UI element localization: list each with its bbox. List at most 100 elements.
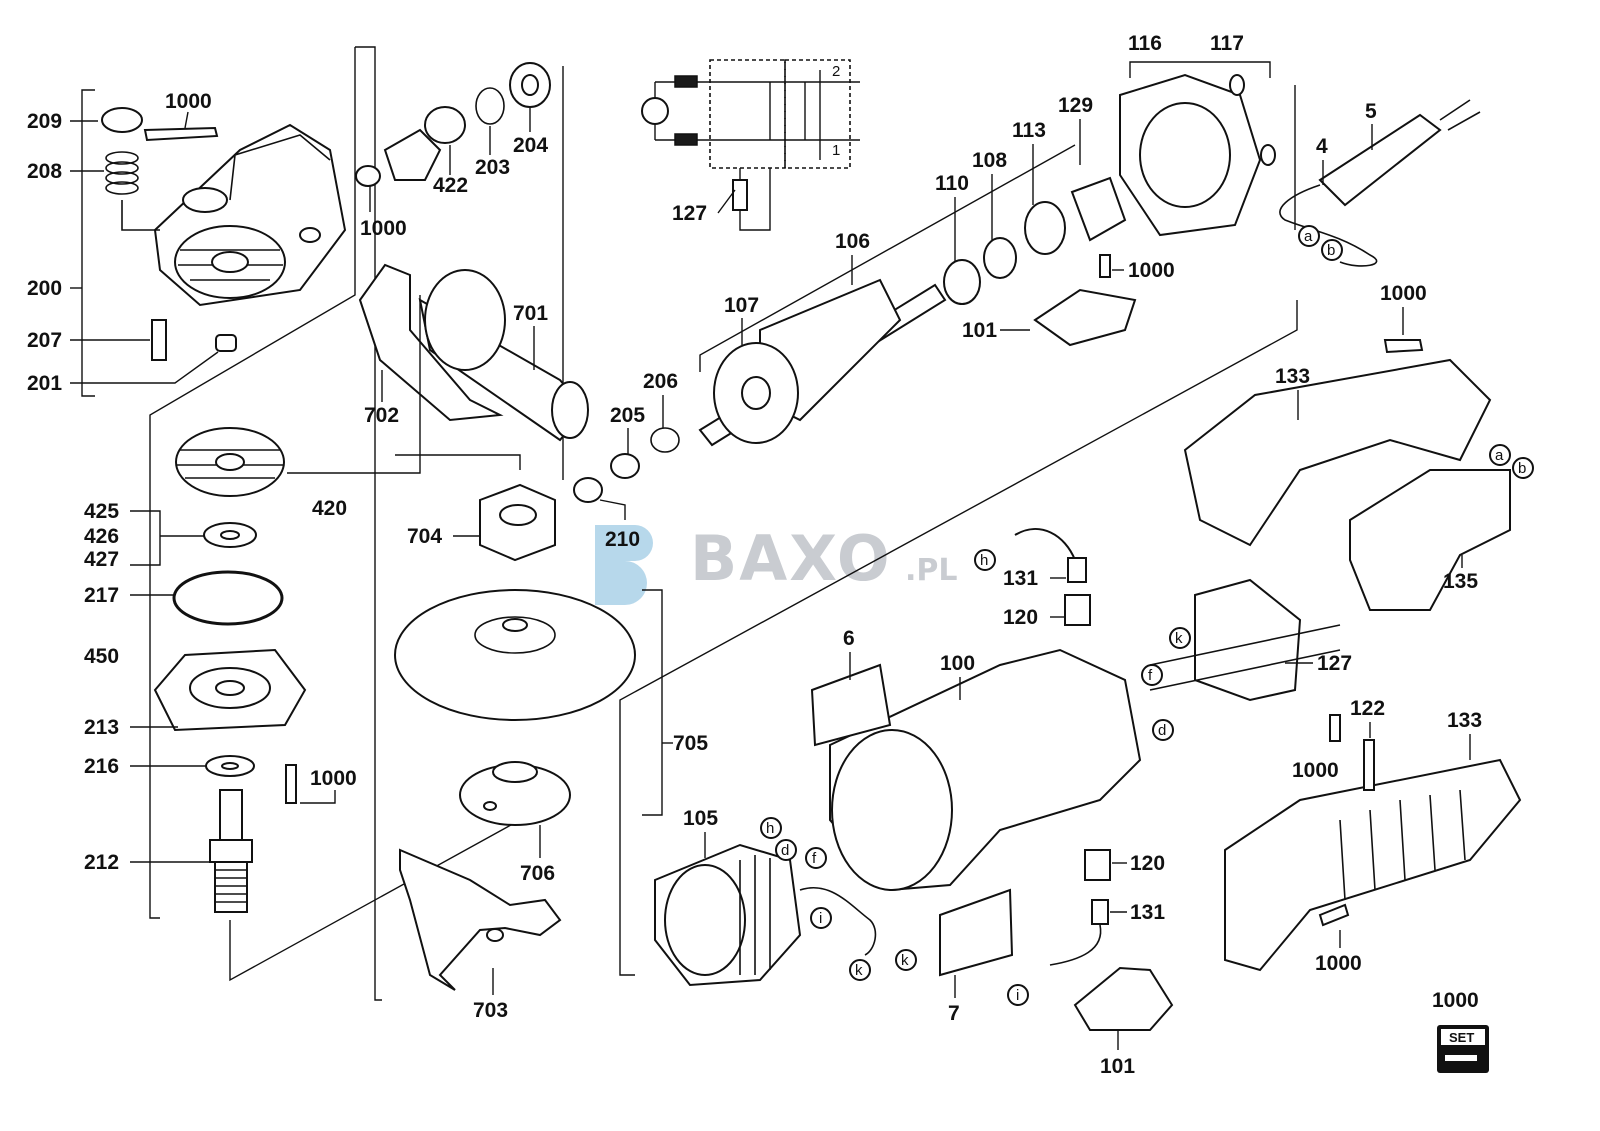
head-group-bracket: [149, 47, 356, 919]
part-1000-screw-clip: [1329, 714, 1341, 742]
svg-text:1000: 1000: [1315, 952, 1362, 975]
cord-and-handle-parts: [1033, 99, 1522, 972]
callout-7: 7: [948, 975, 960, 1025]
connector-b-switch: b: [1512, 457, 1534, 479]
callout-705: 705: [662, 732, 708, 755]
callout-107: 107: [724, 294, 759, 345]
callout-135: 135: [1443, 555, 1478, 593]
svg-text:216: 216: [84, 755, 119, 778]
part-212-spindle: [219, 789, 243, 841]
callout-131-top: 131: [1003, 567, 1066, 590]
part-208-spring: [105, 151, 139, 195]
set-badge: SET: [1437, 1025, 1489, 1073]
part-203-circlip: [475, 87, 505, 125]
svg-text:208: 208: [27, 160, 62, 183]
part-201-plug: [215, 334, 237, 352]
callout-217: 217: [84, 584, 174, 607]
svg-text:6: 6: [843, 627, 855, 650]
callout-101-bot: 101: [1100, 1030, 1135, 1078]
part-7-label: [939, 888, 1014, 977]
part-1000-screw-gear: [355, 165, 381, 187]
callout-108: 108: [972, 149, 1007, 240]
part-131-connector-bot: [1091, 899, 1109, 925]
svg-text:1000: 1000: [360, 217, 407, 240]
svg-text:701: 701: [513, 302, 548, 325]
housing-group-bracket: [1129, 61, 1271, 78]
svg-text:212: 212: [84, 851, 119, 874]
part-206-circlip: [650, 427, 680, 453]
callout-120-bot: 120: [1112, 852, 1165, 875]
svg-text:213: 213: [84, 716, 119, 739]
part-101-cover-plate: [1033, 288, 1137, 347]
connector-k-stator-2: k: [895, 949, 917, 971]
callout-1000-set: 1000: [1432, 989, 1479, 1012]
connector-k-switch: k: [1169, 627, 1191, 649]
svg-text:5: 5: [1365, 100, 1377, 123]
callout-1000-clip: 1000: [1292, 759, 1339, 782]
svg-text:210: 210: [605, 528, 640, 551]
svg-text:107: 107: [724, 294, 759, 317]
svg-text:113: 113: [1012, 119, 1046, 142]
connector-h-stator: h: [760, 817, 782, 839]
part-135-switch: [1349, 469, 1511, 611]
callout-127-top: 127: [672, 189, 736, 225]
svg-text:b: b: [1327, 242, 1335, 259]
svg-text:i: i: [819, 910, 822, 927]
part-422-pinion: [383, 128, 442, 181]
callout-129: 129: [1058, 94, 1093, 165]
armature-group-bracket: [699, 144, 1076, 372]
disc-group-bracket: [642, 589, 663, 816]
connector-b-cord: b: [1321, 239, 1343, 261]
callout-133-bot: 133: [1447, 709, 1482, 760]
motor-symbol-icon: [641, 97, 669, 125]
connector-d-switch: d: [1152, 719, 1174, 741]
part-1000-screw-cover: [1099, 254, 1111, 278]
wiring-schematic: 2 1: [641, 59, 860, 231]
callout-122: 122: [1350, 697, 1385, 738]
callout-133-top: 133: [1275, 365, 1310, 420]
svg-text:116: 116: [1128, 32, 1162, 55]
svg-text:206: 206: [643, 370, 678, 393]
callout-100: 100: [940, 652, 975, 700]
svg-text:133: 133: [1447, 709, 1482, 732]
svg-text:100: 100: [940, 652, 975, 675]
callout-426: 426: [84, 525, 204, 548]
part-217-o-ring: [172, 570, 284, 626]
callout-216: 216: [84, 755, 206, 778]
part-113-bearing: [1024, 201, 1066, 255]
connector-f-switch: f: [1141, 664, 1163, 686]
callout-425: 425: [84, 500, 161, 566]
part-1000-screw-flange: [285, 764, 297, 804]
svg-text:127: 127: [1317, 652, 1352, 675]
callout-5: 5: [1365, 100, 1377, 150]
side-handle-flange: [424, 269, 506, 371]
svg-text:706: 706: [520, 862, 555, 885]
gear-head-parts: [101, 107, 347, 361]
svg-text:1000: 1000: [1128, 259, 1175, 282]
watermark-brand: BAXO: [690, 522, 892, 595]
svg-text:135: 135: [1443, 570, 1478, 593]
connector-letters: a b a b h k f d h d f i k k i: [760, 225, 1534, 1006]
part-1000-screw-cap: [143, 126, 219, 142]
svg-text:7: 7: [948, 1002, 960, 1025]
svg-text:131: 131: [1003, 567, 1038, 590]
svg-text:4: 4: [1316, 135, 1328, 158]
svg-text:129: 129: [1058, 94, 1093, 117]
group-brackets: [81, 46, 1298, 1001]
callout-701: 701: [513, 302, 548, 370]
callout-1000-flange: 1000: [300, 767, 357, 804]
svg-text:105: 105: [683, 807, 718, 830]
part-6-label: [810, 663, 892, 747]
svg-text:704: 704: [407, 525, 442, 548]
part-122-clip: [1363, 739, 1375, 791]
connector-k-stator-1: k: [849, 959, 871, 981]
svg-text:427: 427: [84, 548, 119, 571]
part-205-washer: [610, 453, 640, 479]
svg-text:201: 201: [27, 372, 62, 395]
part-210-washer: [573, 477, 603, 503]
svg-text:120: 120: [1003, 606, 1038, 629]
svg-text:f: f: [1148, 667, 1153, 684]
svg-text:1000: 1000: [1380, 282, 1427, 305]
callout-210: 210: [599, 499, 640, 551]
